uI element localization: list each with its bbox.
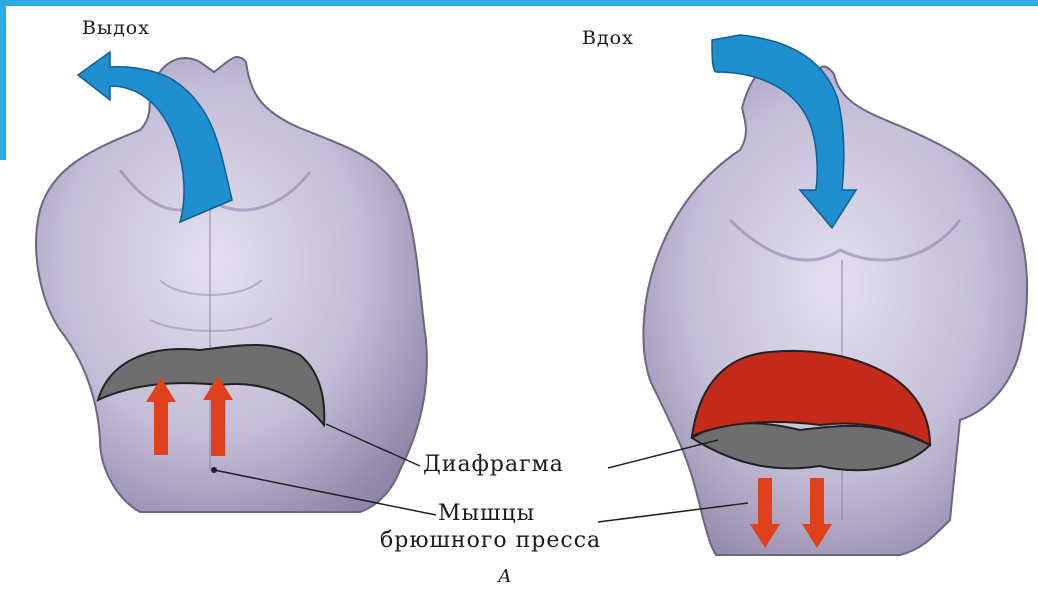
figure-letter: А — [498, 566, 513, 587]
torso-inhale — [643, 35, 1027, 555]
inhale-label: Вдох — [582, 27, 634, 49]
torso-exhale-body — [36, 57, 427, 512]
abdominal-muscles-label-line1: Мышцы — [438, 501, 535, 526]
leader-dot — [211, 467, 217, 473]
exhale-label: Выдох — [82, 17, 150, 39]
abdominal-muscles-label-line2: брюшного пресса — [380, 528, 601, 553]
diaphragm-label: Диафрагма — [423, 452, 564, 477]
